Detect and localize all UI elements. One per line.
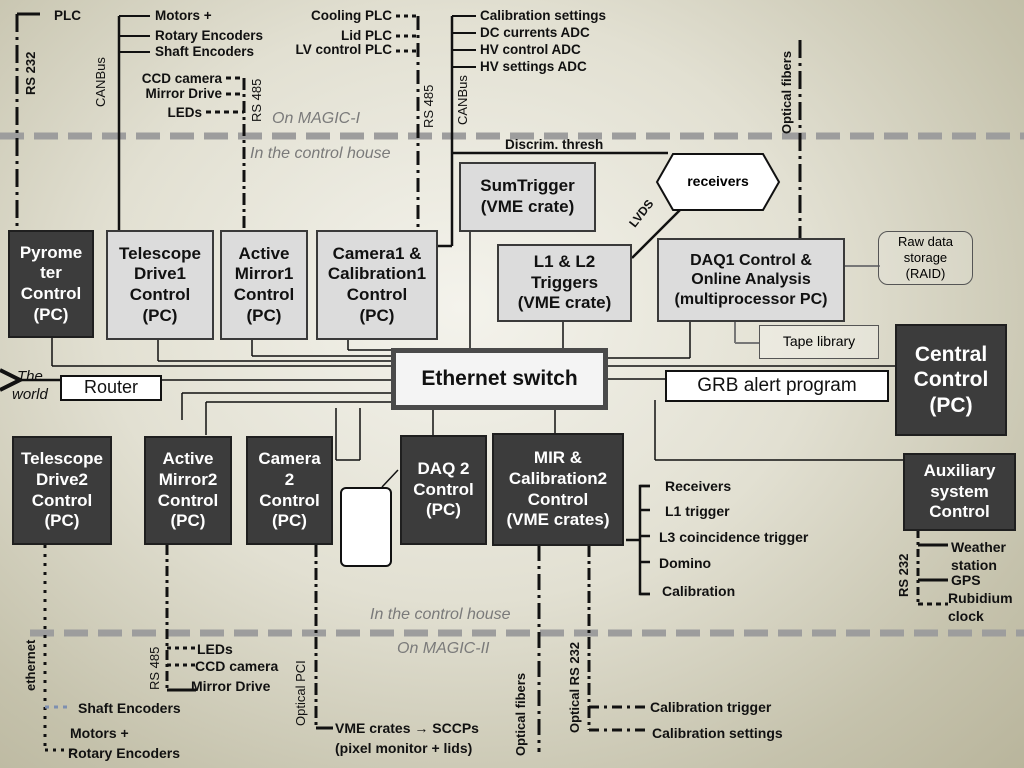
active-mirror1-box: Active Mirror1 Control (PC) <box>220 230 308 340</box>
daq2-control-box: DAQ 2 Control (PC) <box>400 435 487 545</box>
label-hv-settings: HV settings ADC <box>480 59 587 74</box>
label-gps: GPS <box>951 572 981 588</box>
label-plc: PLC <box>54 8 81 23</box>
vlabel-rs485-top: RS 485 <box>249 78 264 122</box>
label-calibration-settings-top: Calibration settings <box>480 8 607 23</box>
ethernet-switch-box: Ethernet switch <box>391 348 608 410</box>
sumtrigger-box: SumTrigger (VME crate) <box>459 162 596 232</box>
vlabel-rs232-aux: RS 232 <box>896 553 911 597</box>
camera1-calibration1-box: Camera1 & Calibration1 Control (PC) <box>316 230 438 340</box>
label-rotary-top: Rotary Encoders <box>155 28 264 43</box>
label-mirror-drive-top: Mirror Drive <box>145 86 222 101</box>
label-pixel-monitor: (pixel monitor + lids) <box>335 740 473 756</box>
label-domino: Domino <box>659 555 712 571</box>
zone-on-magic1: On MAGIC-I <box>272 110 361 127</box>
active-mirror2-box: Active Mirror2 Control (PC) <box>144 436 232 545</box>
label-shaft-bottom: Shaft Encoders <box>78 700 181 716</box>
label-receivers: Receivers <box>665 478 732 494</box>
label-discrim-thresh: Discrim. thresh <box>505 137 604 152</box>
label-motors-bottom: Motors + <box>70 725 129 741</box>
label-rubidium-clock: Rubidium clock <box>948 590 1013 624</box>
label-l3-trigger: L3 coincidence trigger <box>659 529 809 545</box>
mir-calibration2-box: MIR & Calibration2 Control (VME crates) <box>492 433 624 546</box>
label-calibration-settings-bottom: Calibration settings <box>652 725 783 741</box>
label-ccd-top: CCD camera <box>141 71 222 86</box>
router-box: Router <box>60 375 162 401</box>
label-vme-sccp: VME crates → SCCPs <box>335 720 479 736</box>
pyrometer-control-box: Pyrome ter Control (PC) <box>8 230 94 338</box>
label-leds-bottom: LEDs <box>197 641 233 657</box>
label-lid-plc: Lid PLC <box>341 28 392 43</box>
blank-white-box <box>340 487 392 567</box>
vlabel-rs485-mid: RS 485 <box>421 84 436 128</box>
central-control-box: Central Control (PC) <box>895 324 1007 436</box>
vlabel-canbus-mid: CANBus <box>455 75 470 125</box>
label-lv-plc: LV control PLC <box>295 42 393 57</box>
daq1-control-box: DAQ1 Control & Online Analysis (multipro… <box>657 238 845 322</box>
label-dc-currents: DC currents ADC <box>480 25 590 40</box>
vlabel-rs485-bottom: RS 485 <box>147 646 162 690</box>
label-mirror-drive-bottom: Mirror Drive <box>191 678 271 694</box>
vlabel-canbus-left: CANBus <box>93 57 108 107</box>
vlabel-optical-pci: Optical PCI <box>293 660 308 726</box>
label-weather-station: Weather station <box>951 539 1006 573</box>
telescope-drive1-box: Telescope Drive1 Control (PC) <box>106 230 214 340</box>
label-the-world: The world <box>12 368 48 403</box>
label-ccd-bottom: CCD camera <box>195 658 279 674</box>
telescope-drive2-box: Telescope Drive2 Control (PC) <box>12 436 112 545</box>
vlabel-optical-fibers-top: Optical fibers <box>779 50 794 134</box>
label-motors-top: Motors + <box>155 8 212 23</box>
zone-control-house-bottom: In the control house <box>370 606 511 623</box>
label-l1-trigger: L1 trigger <box>665 503 730 519</box>
auxiliary-system-control-box: Auxiliary system Control <box>903 453 1016 531</box>
label-leds-top: LEDs <box>167 105 202 120</box>
receivers-label: receivers <box>687 173 749 190</box>
label-cooling-plc: Cooling PLC <box>311 8 392 23</box>
label-calibration: Calibration <box>662 583 736 599</box>
camera2-control-box: Camera 2 Control (PC) <box>246 436 333 545</box>
vlabel-optical-rs232: Optical RS 232 <box>567 641 582 733</box>
l1-l2-triggers-box: L1 & L2 Triggers (VME crate) <box>497 244 632 322</box>
raw-data-storage-box: Raw data storage (RAID) <box>878 231 973 285</box>
vlabel-optical-fibers-bottom: Optical fibers <box>513 672 528 756</box>
receivers-hexagon <box>655 153 781 211</box>
tape-library-box: Tape library <box>759 325 879 359</box>
label-calibration-trigger: Calibration trigger <box>650 699 772 715</box>
zone-on-magic2: On MAGIC-II <box>397 640 490 657</box>
vlabel-rs232-top: RS 232 <box>23 51 38 95</box>
label-rotary-bottom: Rotary Encoders <box>68 745 181 761</box>
label-shaft-top: Shaft Encoders <box>155 44 255 59</box>
label-hv-control: HV control ADC <box>480 42 581 57</box>
grb-alert-program-box: GRB alert program <box>665 370 889 402</box>
vlabel-ethernet-bottom: ethernet <box>23 639 38 691</box>
zone-control-house-top: In the control house <box>250 145 391 162</box>
